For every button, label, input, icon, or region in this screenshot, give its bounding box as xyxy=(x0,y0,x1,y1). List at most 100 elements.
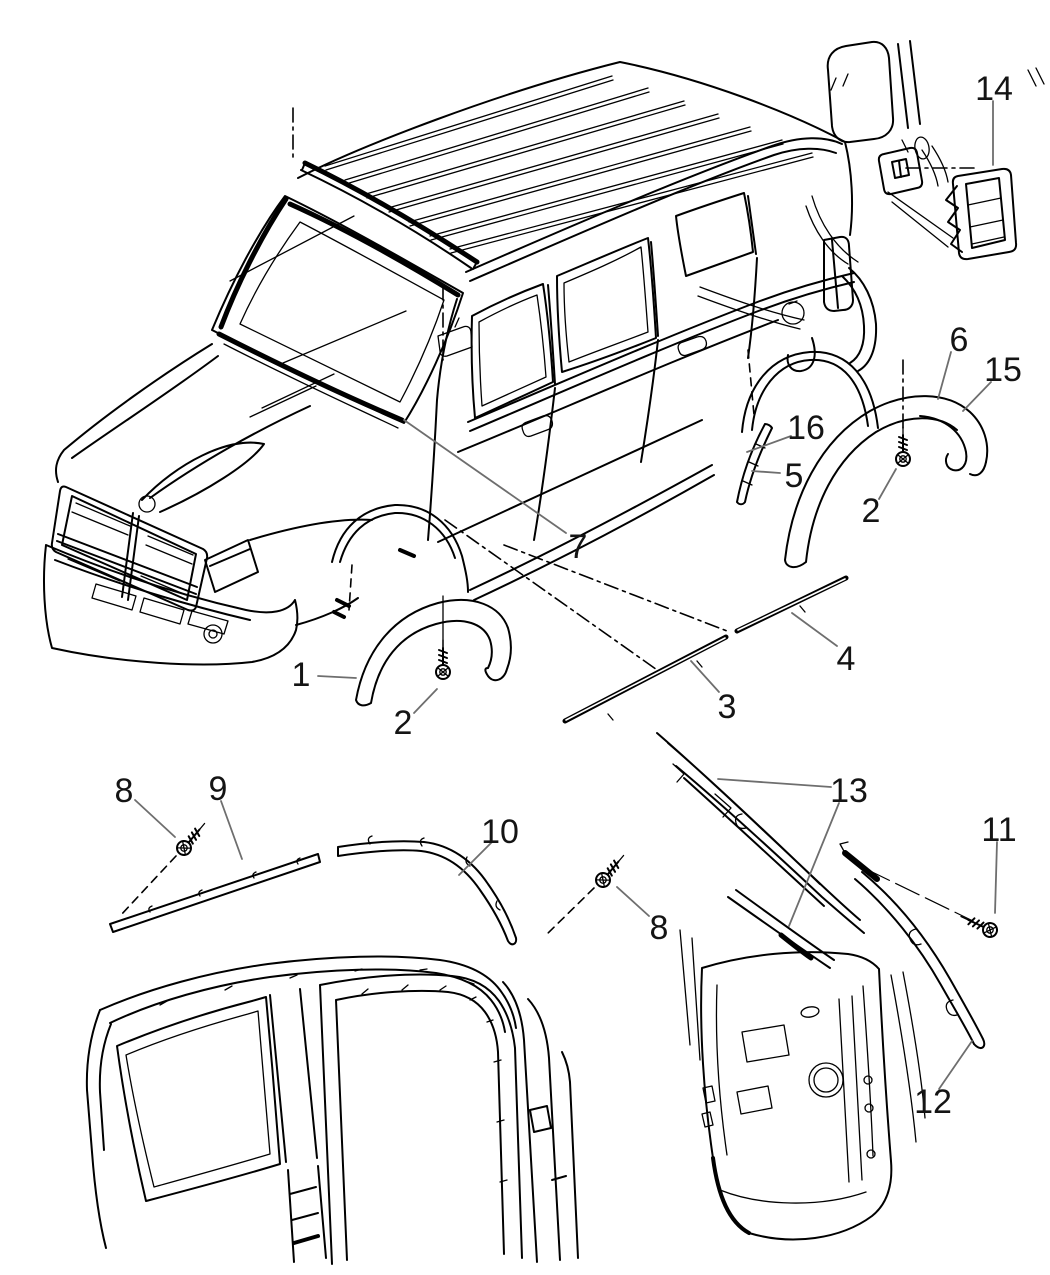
leader-line-13b xyxy=(788,802,840,927)
air-vent-14 xyxy=(951,167,1018,261)
door-handles xyxy=(521,335,708,438)
leader-line-12 xyxy=(938,1040,973,1090)
leader-line-15 xyxy=(962,381,992,412)
fender-clip-tick xyxy=(398,548,416,558)
windshield-molding-edges xyxy=(216,196,461,423)
beltline-moldings xyxy=(457,272,855,453)
callout-5: 5 xyxy=(785,457,804,495)
screw-8-right xyxy=(592,849,630,891)
callout-4: 4 xyxy=(837,640,856,678)
molding-13-upper xyxy=(842,850,880,882)
cab-front-window-inner xyxy=(125,1010,271,1188)
air-vent-louvers xyxy=(967,197,1005,245)
callout-8-left: 8 xyxy=(115,772,134,810)
molding-13-lower xyxy=(778,932,814,961)
front-bumper xyxy=(43,544,299,666)
drip-molding-10 xyxy=(337,840,518,946)
air-vent-zigzag-flange xyxy=(945,185,963,253)
pillar-gaps xyxy=(533,195,758,541)
callout-11: 11 xyxy=(981,811,1016,849)
cowl-and-wipers xyxy=(223,343,399,429)
callout-15: 15 xyxy=(984,351,1022,389)
leader-line-8-left xyxy=(134,799,176,838)
grille-crosshair xyxy=(56,512,198,601)
callout-2-rear: 2 xyxy=(862,492,881,530)
fuel-filler-tick xyxy=(788,300,798,305)
front-door-window-inner xyxy=(478,294,547,407)
exploded-parts-main xyxy=(355,395,989,724)
cab-rear-aperture xyxy=(319,973,523,1265)
quarter-body-lines xyxy=(697,286,805,330)
door-panel-oval xyxy=(800,1006,820,1018)
rocker-front-dark-bits xyxy=(332,598,351,619)
rear-cab-sketch xyxy=(826,40,921,144)
drip-molding-10-clips xyxy=(367,835,501,911)
cab-rear-jamb xyxy=(502,981,579,1263)
door-inner-panel-lines xyxy=(715,984,874,1204)
screw-8-alignment-dashes xyxy=(119,855,595,937)
rocker-lines xyxy=(469,464,715,601)
callout-labels: 1 2 3 4 5 6 7 8 8 9 10 11 12 13 14 15 16… xyxy=(115,70,1022,1121)
roof-ribs xyxy=(324,75,814,254)
callout-6: 6 xyxy=(950,321,969,359)
figure-rear-door-view xyxy=(656,732,1001,1241)
screw-11-projection-line xyxy=(865,868,974,922)
windshield-molding-top-strip-edge xyxy=(300,162,478,270)
door-bottom-line xyxy=(437,419,703,543)
figure-main-vehicle xyxy=(43,61,904,673)
leader-line-2-rear xyxy=(878,468,897,500)
leader-line-2-front xyxy=(413,688,438,714)
door-pillar-frame xyxy=(656,732,865,934)
door-inner-panel-outline xyxy=(700,951,893,1241)
door-panel-holes xyxy=(863,1075,876,1159)
fog-lamp xyxy=(203,624,223,644)
bumper-slots xyxy=(91,583,229,635)
cab-a-pillar xyxy=(85,1009,112,1249)
rear-door-window xyxy=(556,237,657,373)
leader-line-10 xyxy=(458,841,493,876)
cab-front-window xyxy=(116,996,281,1202)
front-wheel-opening xyxy=(249,503,469,593)
leader-line-6 xyxy=(937,351,952,400)
callout-13: 13 xyxy=(830,772,868,810)
rocker-to-strip-dashdots xyxy=(444,519,728,673)
callout-2-front: 2 xyxy=(394,704,413,742)
callout-3: 3 xyxy=(718,688,737,726)
callout-12: 12 xyxy=(914,1083,952,1121)
fuel-filler-door xyxy=(781,301,805,325)
cab-b-pillar-dark-bit xyxy=(292,1234,320,1245)
left-frame-lines xyxy=(679,929,926,1143)
molding-clip-ticks xyxy=(607,605,806,721)
grille-frame xyxy=(50,485,209,612)
cab-b-pillar xyxy=(269,988,327,1263)
leader-line-11 xyxy=(994,841,998,914)
callout-16: 16 xyxy=(787,409,825,447)
callout-9: 9 xyxy=(209,770,228,808)
windshield-molding-top-strip xyxy=(302,160,480,265)
leader-line-4 xyxy=(791,612,838,647)
vent-projection-lines xyxy=(887,191,954,248)
leader-line-1 xyxy=(317,675,357,679)
figure-rear-vent-detail xyxy=(805,40,1045,265)
door-panel-cutouts xyxy=(701,1024,790,1128)
callout-1: 1 xyxy=(292,656,311,694)
molding-strip-12-clips xyxy=(908,928,958,1017)
screw-11 xyxy=(957,909,1001,941)
cab-aperture-weatherstrip-ticks xyxy=(361,984,508,1183)
front-arch-alignment-dashes xyxy=(348,349,755,611)
callout-14: 14 xyxy=(975,70,1013,108)
screw-8-left xyxy=(173,817,211,859)
quarter-window xyxy=(675,192,754,277)
mirror xyxy=(437,317,473,357)
a-pillar-door-edge xyxy=(427,298,458,541)
leader-line-8-right xyxy=(616,886,650,917)
windshield-construction-lines xyxy=(229,215,407,364)
speaker-hole-inner xyxy=(813,1067,839,1093)
cab-roof-edge xyxy=(99,955,517,1033)
callout-7: 7 xyxy=(569,528,588,566)
leader-line-5 xyxy=(751,470,781,474)
door-pillar-brackets xyxy=(672,763,747,830)
vent-mount-recess xyxy=(877,146,924,196)
